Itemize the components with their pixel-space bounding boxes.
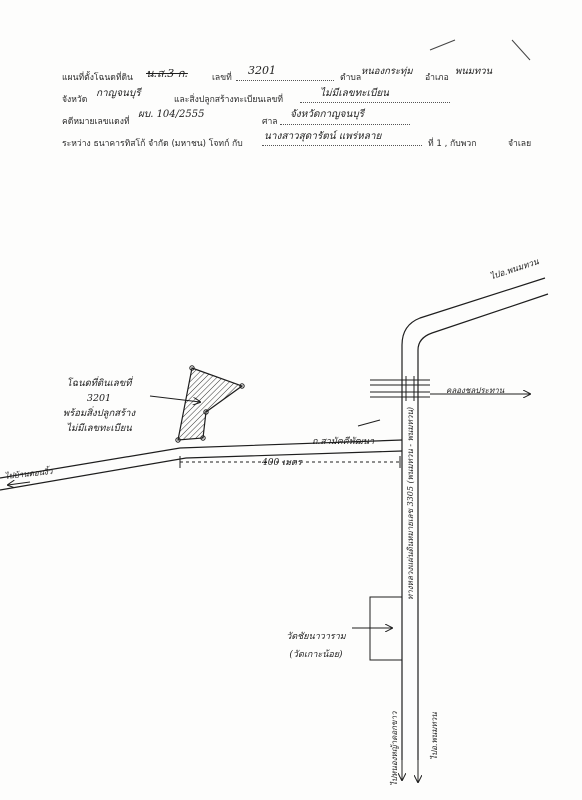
canal-label: คลองชลประทาน: [446, 386, 505, 395]
deed-no: 3201: [248, 64, 276, 77]
canal-bridge: [370, 376, 430, 401]
building-dots: [300, 102, 450, 103]
building: ไม่มีเลขทะเบียน: [320, 88, 390, 99]
case-no: ผบ. 104/2555: [138, 109, 205, 120]
amphoe: พนมทวน: [455, 66, 493, 77]
label-between: ระหว่าง ธนาคารทิสโก้ จำกัด (มหาชน) โจทก์…: [62, 139, 243, 149]
land-label-line1: โฉนดที่ดินเลขที่: [66, 378, 132, 389]
tambon: หนองกระทุ่ม: [361, 66, 413, 77]
defendant: นางสาวสุดารัตน์ แพร่หลาย: [264, 131, 382, 142]
road-name-tick: [357, 419, 381, 427]
province: กาญจนบุรี: [96, 88, 141, 99]
bottom-left-label: ไปหนองหญ้าดอกขาว: [390, 711, 399, 786]
temple-label: วัดชัยนาวาราม (วัดเกาะน้อย): [268, 628, 364, 664]
doc-type: น.ส.3 ก.: [146, 67, 188, 80]
label-case: คดีหมายเลขแดงที่: [62, 117, 130, 127]
label-tail: ที่ 1 , กับพวก: [428, 139, 477, 149]
pen-mark: [429, 39, 456, 51]
highway-label: ทางหลวงแผ่นดินหมายเลข 3305 (พนมทวน - พนม…: [406, 406, 415, 600]
court-dots: [280, 124, 410, 125]
bottom-right-label: ไปอ.พนมทวน: [430, 712, 439, 760]
label-court: ศาล: [262, 117, 278, 127]
label-building: และสิ่งปลูกสร้างทะเบียนเลขที่: [174, 95, 283, 105]
temple-box: [352, 596, 402, 661]
side-road: [0, 439, 403, 491]
distance-dimension: [179, 456, 401, 468]
distance-label: 400 เมตร: [262, 458, 302, 468]
arrow-west: [8, 482, 31, 485]
highway-3305: [401, 277, 549, 760]
defendant-dots: [262, 145, 422, 146]
deed-no-dots: [236, 80, 334, 81]
land-label-line2: 3201: [86, 393, 112, 404]
label-title: แผนที่ตั้งโฉนดที่ดิน: [62, 73, 133, 83]
corner-mark: [511, 39, 531, 61]
label-amphoe: อำเภอ: [425, 73, 449, 83]
temple-label-line2: (วัดเกาะน้อย): [289, 650, 343, 660]
land-plot: [175, 365, 245, 443]
label-tambon: ตำบล: [340, 73, 362, 83]
label-defendant: จำเลย: [508, 139, 532, 149]
plot-leader: [149, 395, 200, 402]
label-province: จังหวัด: [62, 95, 88, 105]
road-name: ถ.สามัคคีพัฒนา: [312, 437, 375, 447]
temple-label-line1: วัดชัยนาวาราม: [286, 632, 346, 642]
court: จังหวัดกาญจนบุรี: [290, 109, 365, 120]
label-no: เลขที่: [212, 73, 232, 83]
land-label-line3: พร้อมสิ่งปลูกสร้าง: [62, 408, 136, 419]
land-plot-label: โฉนดที่ดินเลขที่ 3201 พร้อมสิ่งปลูกสร้าง…: [44, 376, 154, 436]
land-label-line4: ไม่มีเลขทะเบียน: [66, 423, 132, 434]
